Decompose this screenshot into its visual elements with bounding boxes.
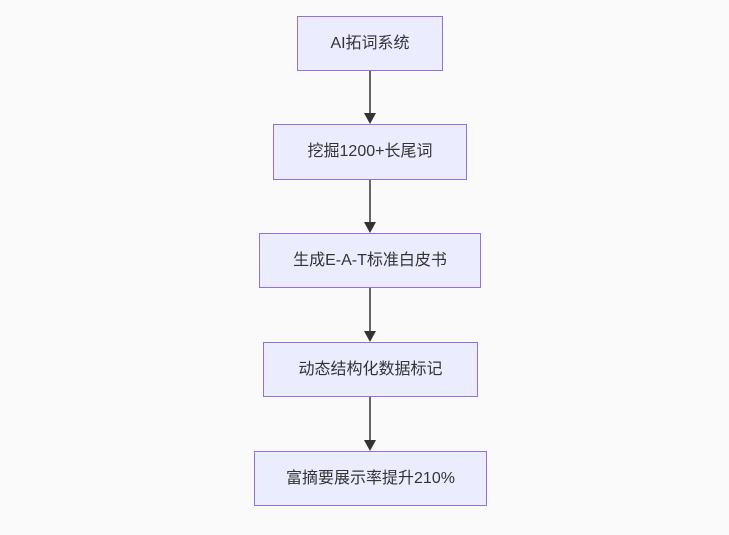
node-label: 富摘要展示率提升210%	[286, 469, 455, 487]
arrow-down-icon	[364, 331, 376, 342]
node-label: 动态结构化数据标记	[298, 360, 443, 378]
node-longtail-mining: 挖掘1200+长尾词	[273, 124, 467, 180]
node-ai-keyword-system: AI拓词系统	[297, 16, 443, 71]
arrow-down-icon	[364, 113, 376, 124]
node-label: AI拓词系统	[330, 34, 410, 52]
edge-line	[369, 397, 371, 441]
node-label: 挖掘1200+长尾词	[307, 143, 433, 160]
edge-line	[369, 288, 371, 332]
node-label: 生成E-A-T标准白皮书	[293, 251, 447, 269]
node-rich-snippet-result: 富摘要展示率提升210%	[254, 451, 487, 506]
node-eat-whitepaper: 生成E-A-T标准白皮书	[259, 233, 481, 288]
node-structured-data-markup: 动态结构化数据标记	[263, 342, 478, 397]
edge-line	[369, 180, 371, 223]
edge-line	[369, 71, 371, 114]
arrow-down-icon	[364, 440, 376, 451]
arrow-down-icon	[364, 222, 376, 233]
